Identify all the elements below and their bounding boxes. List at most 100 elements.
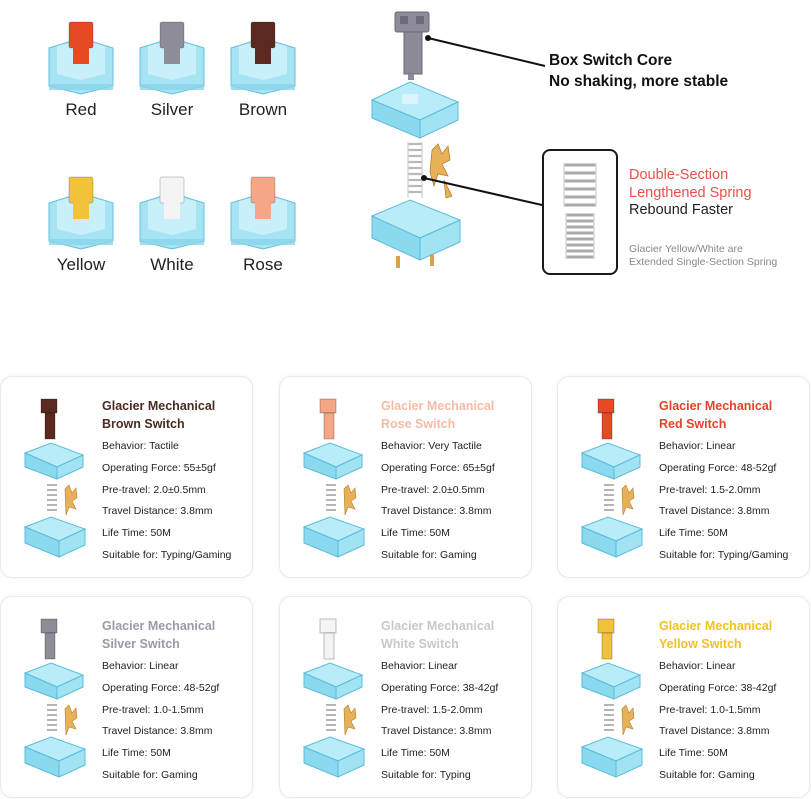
- spec-label: Operating Force: [659, 681, 735, 694]
- spec-pretravel: Pre-travel: 2.0±0.5mm: [381, 483, 495, 505]
- spec-label: Behavior: [659, 440, 701, 452]
- spec-force: Operating Force: 38-42gf: [659, 681, 776, 703]
- spec-life: Life Time: 50M: [102, 746, 219, 768]
- spec-label: Pre-travel: [102, 703, 148, 716]
- spring-closeup-icon: [563, 163, 597, 259]
- spec-separator: :: [144, 527, 151, 540]
- spec-separator: :: [734, 681, 741, 694]
- spec-separator: :: [456, 461, 463, 474]
- top-housing-icon: [370, 81, 460, 139]
- exploded-switch-icon: [302, 398, 366, 558]
- spec-label: Behavior: [381, 660, 423, 672]
- spec-life: Life Time: 50M: [381, 746, 498, 768]
- box-core-callout: Box Switch Core No shaking, more stable: [549, 50, 728, 92]
- swatch-label: Red: [65, 100, 97, 119]
- spec-separator: :: [712, 548, 718, 561]
- swatch-white: White: [122, 173, 222, 285]
- spec-separator: :: [453, 505, 460, 518]
- spec-behavior: Behavior: Linear: [102, 659, 219, 681]
- exploded-switch-icon: [302, 618, 366, 778]
- spec-suitable: Suitable for: Typing: [381, 768, 498, 790]
- spec-label: Travel Distance: [381, 725, 454, 738]
- card-title-line-1: Glacier Mechanical: [659, 399, 773, 413]
- spec-value: 50M: [150, 527, 171, 540]
- spec-value: 1.5-2.0mm: [710, 483, 761, 496]
- card-title-line-1: Glacier Mechanical: [381, 619, 495, 633]
- spec-label: Travel Distance: [102, 725, 175, 738]
- spec-value: 38-42gf: [462, 681, 499, 694]
- spec-separator: :: [734, 461, 741, 474]
- spec-value: 50M: [707, 747, 728, 760]
- box-stem-core-icon: [394, 11, 430, 80]
- spec-travel: Travel Distance: 3.8mm: [102, 724, 219, 746]
- switch-icon: [139, 176, 205, 250]
- spec-value: Linear: [706, 440, 736, 452]
- spec-value: Gaming: [439, 548, 477, 561]
- spring-note-line-2: Extended Single-Section Spring: [629, 256, 778, 268]
- exploded-switch-icon: [23, 398, 87, 558]
- spec-label: Behavior: [102, 440, 144, 452]
- spring-icon: [407, 142, 423, 198]
- spec-label: Life Time: [659, 747, 702, 760]
- spec-value: 50M: [429, 527, 450, 540]
- spec-label: Behavior: [381, 440, 423, 452]
- spec-separator: :: [712, 768, 718, 781]
- spec-separator: :: [155, 548, 161, 561]
- spec-value: 1.0-1.5mm: [153, 703, 204, 716]
- spec-pretravel: Pre-travel: 2.0±0.5mm: [102, 483, 231, 505]
- spec-separator: :: [456, 681, 463, 694]
- spec-label: Life Time: [381, 747, 424, 760]
- exploded-switch-icon: [23, 618, 87, 778]
- spec-label: Suitable for: [381, 548, 435, 561]
- spec-separator: :: [144, 747, 151, 760]
- spec-separator: :: [422, 660, 429, 672]
- spring-title-line-2: Lengthened Spring: [629, 185, 752, 201]
- spec-label: Suitable for: [659, 548, 713, 561]
- spec-label: Travel Distance: [659, 505, 732, 518]
- spec-value: 48-52gf: [740, 461, 777, 474]
- spec-separator: :: [174, 725, 181, 738]
- spec-label: Life Time: [381, 527, 424, 540]
- spec-label: Behavior: [102, 660, 144, 672]
- spec-label: Suitable for: [102, 768, 156, 781]
- switch-icon: [48, 21, 114, 95]
- card-title-line-2: Silver Switch: [102, 637, 180, 651]
- spec-separator: :: [147, 703, 154, 716]
- spec-force: Operating Force: 65±5gf: [381, 461, 495, 483]
- spec-suitable: Suitable for: Typing/Gaming: [659, 548, 788, 570]
- spec-value: 3.8mm: [180, 725, 213, 738]
- swatch-label: Rose: [243, 255, 283, 274]
- spec-separator: :: [731, 725, 738, 738]
- spec-separator: :: [143, 660, 150, 672]
- spec-separator: :: [177, 461, 184, 474]
- spec-value: Tactile: [149, 440, 179, 452]
- spec-suitable: Suitable for: Gaming: [381, 548, 495, 570]
- card-title-line-2: Brown Switch: [102, 417, 185, 431]
- spec-life: Life Time: 50M: [102, 526, 231, 548]
- switch-icon: [230, 176, 296, 250]
- spec-label: Suitable for: [102, 548, 156, 561]
- spec-suitable: Suitable for: Gaming: [102, 768, 219, 790]
- core-subtitle: No shaking, more stable: [549, 73, 729, 90]
- spec-label: Pre-travel: [102, 483, 148, 496]
- spec-separator: :: [434, 768, 440, 781]
- spec-value: 2.0±0.5mm: [153, 483, 206, 496]
- spec-label: Travel Distance: [659, 725, 732, 738]
- spec-separator: :: [155, 768, 161, 781]
- exploded-switch-diagram: [370, 11, 462, 268]
- spec-separator: :: [174, 505, 181, 518]
- spec-value: 2.0±0.5mm: [432, 483, 485, 496]
- spec-separator: :: [426, 703, 433, 716]
- spec-separator: :: [700, 660, 707, 672]
- spec-value: Linear: [428, 660, 458, 672]
